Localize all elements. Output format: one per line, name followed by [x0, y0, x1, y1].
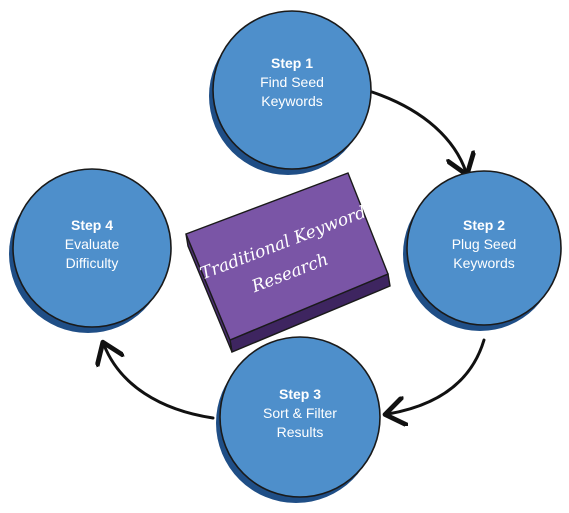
step-4-circle — [12, 168, 172, 328]
step-1-line2: Keywords — [261, 93, 322, 109]
step-3-title: Step 3 — [279, 386, 321, 402]
step-4-line2: Difficulty — [66, 255, 119, 271]
center-box: Traditional Keyword Research — [185, 172, 391, 353]
step-4-line1: Evaluate — [65, 236, 120, 252]
step-4-title: Step 4 — [71, 217, 113, 233]
step-3-node: Step 3 Sort & Filter Results — [216, 336, 381, 503]
step-3-circle — [219, 336, 381, 498]
step-4-node: Step 4 Evaluate Difficulty — [9, 168, 172, 333]
step-1-line1: Find Seed — [260, 74, 324, 90]
step-1-circle — [212, 10, 372, 170]
arrow-step1-to-step2 — [370, 90, 466, 172]
step-1-title: Step 1 — [271, 55, 313, 71]
center-box-top — [185, 172, 389, 341]
arrow-step3-to-step4 — [104, 345, 215, 420]
step-2-title: Step 2 — [463, 217, 505, 233]
step-2-line2: Keywords — [453, 255, 514, 271]
step-2-circle — [406, 170, 562, 326]
step-3-line2: Results — [277, 424, 324, 440]
step-1-node: Step 1 Find Seed Keywords — [209, 10, 372, 175]
step-3-line1: Sort & Filter — [263, 405, 337, 421]
arrow-step2-to-step3 — [388, 338, 486, 414]
step-2-line1: Plug Seed — [452, 236, 517, 252]
step-2-node: Step 2 Plug Seed Keywords — [403, 170, 562, 331]
